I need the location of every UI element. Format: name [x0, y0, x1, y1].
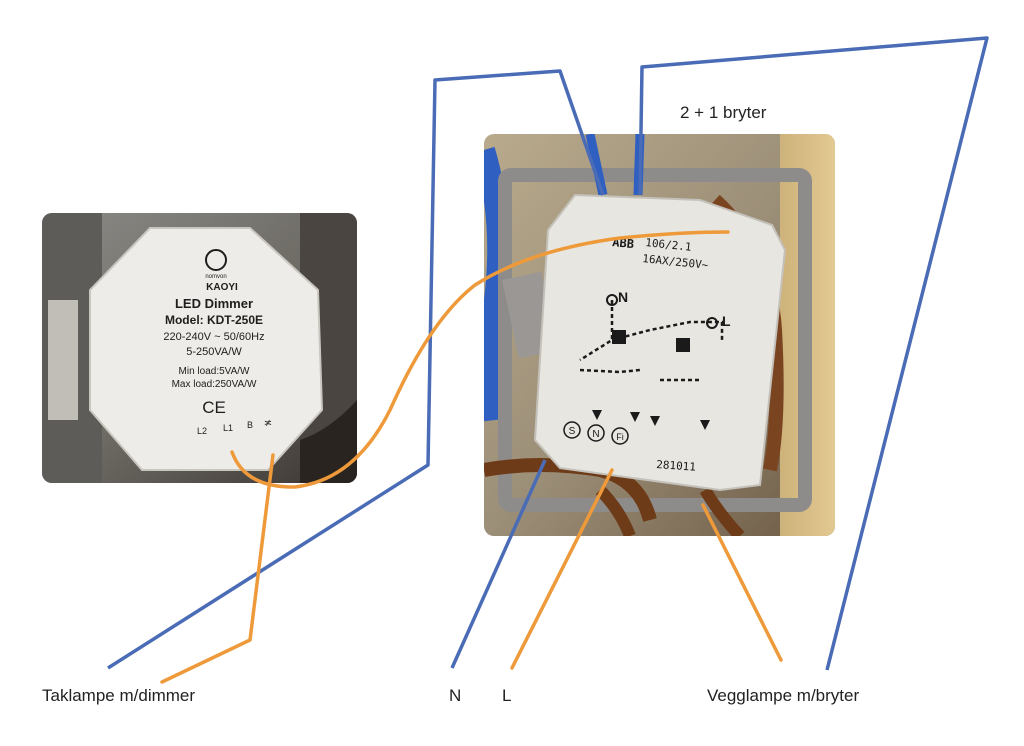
dimmer-brand: KAOYI	[206, 282, 238, 293]
blue-wire-wall-lamp	[638, 36, 989, 671]
label-ceiling-lamp: Taklampe m/dimmer	[42, 686, 196, 705]
blue-wires	[107, 36, 989, 671]
dimmer-model: Model: KDT-250E	[165, 313, 263, 327]
blue-wire-neutral	[450, 459, 547, 669]
terminal-b: B	[247, 420, 253, 430]
dimmer-brand-top: nomvon	[205, 274, 226, 280]
dimmer-label: nomvon KAOYI LED Dimmer Model: KDT-250E …	[163, 249, 272, 436]
switch-photo	[484, 134, 835, 536]
terminal-load: ≭	[264, 418, 272, 429]
switch-circle-fi: Fi	[616, 432, 624, 442]
dimmer-name: LED Dimmer	[175, 296, 253, 311]
switch-spec-1: 106/2.1	[645, 236, 692, 254]
switch-circle-n: N	[592, 429, 599, 440]
orange-wire-live	[510, 468, 614, 670]
label-wall-lamp: Vegglampe m/bryter	[707, 686, 860, 705]
ce-mark: CE	[202, 398, 226, 417]
switch-date: 281011	[656, 458, 697, 474]
label-neutral: N	[449, 686, 462, 705]
dimmer-voltage: 220-240V ~ 50/60Hz	[163, 331, 264, 343]
dimmer-photo	[42, 213, 357, 483]
label-live: L	[502, 686, 512, 705]
blue-wire-ceiling-lamp	[107, 69, 605, 670]
orange-wire-wall-lamp	[701, 503, 783, 662]
dimmer-body	[89, 227, 324, 471]
dimmer-range: 5-250VA/W	[186, 346, 242, 358]
terminal-l1: L1	[223, 423, 233, 433]
dimmer-max-load: Max load:250VA/W	[172, 379, 257, 390]
nomvon-logo-icon	[205, 249, 227, 271]
orange-wires	[160, 230, 783, 684]
switch-terminal-n: N	[618, 289, 628, 305]
switch-circle-s: S	[569, 426, 576, 437]
orange-wire-dimmer-loop	[230, 230, 730, 489]
switch-terminal-l: L	[722, 313, 731, 329]
orange-wire-ceiling-lamp	[160, 453, 275, 684]
dimmer-min-load: Min load:5VA/W	[179, 366, 251, 377]
terminal-l2: L2	[197, 426, 207, 436]
diagram-title: 2 + 1 bryter	[680, 103, 767, 122]
